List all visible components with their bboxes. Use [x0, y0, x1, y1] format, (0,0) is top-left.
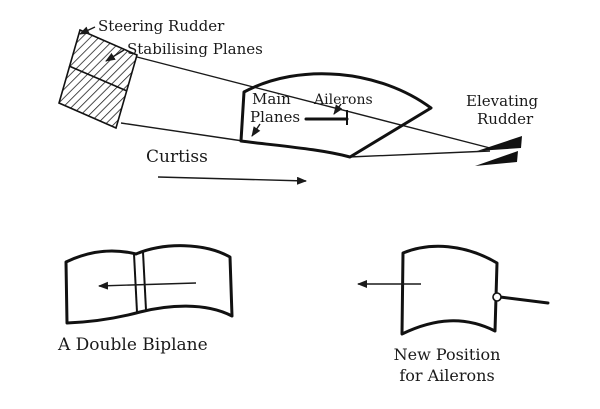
new-position-label-2: for Ailerons: [399, 366, 494, 385]
main-planes-shape: [239, 72, 433, 159]
double-biplane-joint: [133, 251, 147, 313]
new-aileron-panel-shape: [400, 244, 499, 336]
main-planes-label-2: Planes: [250, 108, 300, 126]
ailerons-pointer: [333, 103, 343, 115]
aileron-lever-line: [498, 295, 550, 305]
curtiss-label: Curtiss: [146, 147, 208, 167]
main-planes-label-1: Main: [252, 90, 291, 108]
aileron-pivot-circle: [492, 292, 502, 302]
frame-line-lower-left: [120, 122, 244, 142]
frame-line-lower-right: [348, 150, 491, 158]
elevating-rudder-label-2: Rudder: [477, 110, 534, 128]
aileron-shape: [304, 110, 349, 125]
double-biplane-label: A Double Biplane: [57, 335, 208, 355]
stabilising-planes-pointer: [105, 49, 125, 62]
elevating-rudder-label-1: Elevating: [466, 92, 539, 110]
steering-rudder-label: Steering Rudder: [98, 17, 225, 35]
frame-line-top: [136, 56, 491, 149]
elevating-rudder-shape: [475, 136, 522, 166]
double-biplane-arrow: [98, 281, 197, 290]
steering-rudder-shape: [58, 28, 138, 130]
double-biplane-shape: [64, 244, 234, 325]
flight-direction-arrow: [157, 176, 307, 185]
stabilising-planes-label: Stabilising Planes: [127, 40, 263, 58]
ailerons-label: Ailerons: [313, 92, 373, 108]
new-position-label-1: New Position: [394, 345, 501, 364]
main-planes-pointer: [251, 123, 261, 137]
steering-rudder-pointer: [79, 26, 96, 35]
